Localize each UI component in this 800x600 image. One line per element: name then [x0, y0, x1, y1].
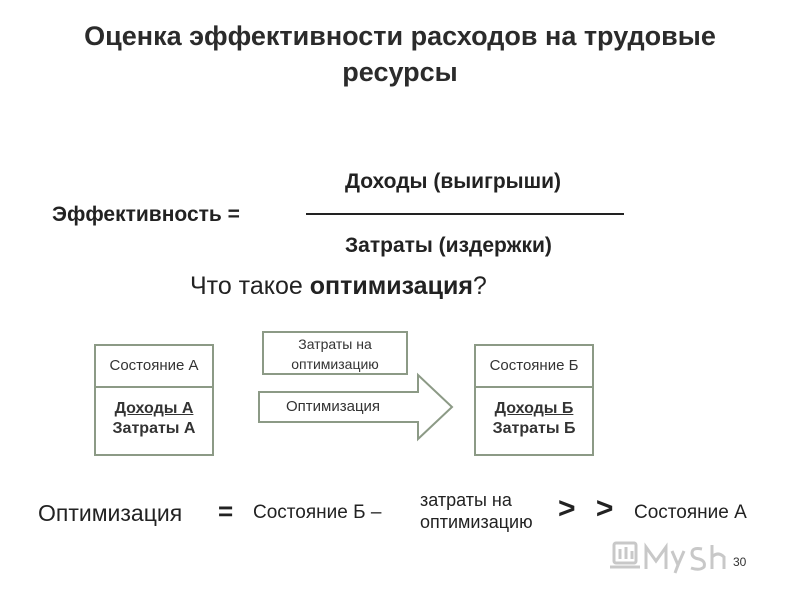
equation-lhs: Оптимизация [38, 500, 183, 526]
state-b-box: Состояние Б Доходы Б Затраты Б [474, 344, 594, 456]
equation-cost-line1: затраты на [420, 490, 512, 510]
state-a-box: Состояние А Доходы А Затраты А [94, 344, 214, 456]
state-b-costs: Затраты Б [492, 420, 576, 437]
state-b-header: Состояние Б [476, 346, 592, 388]
state-b-body: Доходы Б Затраты Б [476, 388, 592, 439]
equation-cost-line2: оптимизацию [420, 512, 533, 532]
much-greater-sign: > > [558, 492, 620, 525]
cost-box-line2: оптимизацию [291, 356, 379, 372]
state-a-costs: Затраты А [112, 420, 196, 437]
formula-label: Эффективность = [52, 203, 240, 226]
cost-box-line1: Затраты на [298, 336, 372, 352]
state-b-income: Доходы Б [494, 400, 574, 417]
question-emphasis: оптимизация [309, 272, 473, 300]
fraction-line [306, 213, 624, 215]
state-a-body: Доходы А Затраты А [96, 388, 212, 439]
equation-state-b: Состояние Б – [253, 502, 382, 523]
arrow-label: Оптимизация [286, 398, 381, 415]
state-a-header: Состояние А [96, 346, 212, 388]
optimization-arrow-icon [258, 372, 454, 442]
slide-title: Оценка эффективности расходов на трудовы… [84, 21, 716, 87]
question-text: Что такое оптимизация? [190, 272, 487, 301]
equation-cost: затраты на оптимизацию [420, 489, 533, 533]
state-a-income: Доходы А [114, 400, 194, 417]
equation-state-a: Состояние А [634, 502, 747, 523]
equation-equals: = [218, 496, 234, 526]
myshared-logo-icon [610, 541, 726, 574]
question-suffix: ? [472, 272, 487, 300]
slide-number: 30 [733, 555, 747, 569]
formula-numerator: Доходы (выигрыши) [345, 170, 561, 193]
optimization-cost-box: Затраты на оптимизацию [262, 331, 408, 375]
question-prefix: Что такое [190, 272, 310, 300]
formula-denominator: Затраты (издержки) [345, 234, 552, 257]
